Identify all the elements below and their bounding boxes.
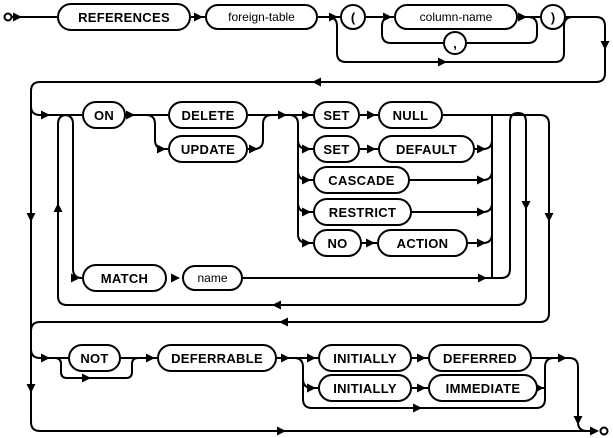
node-set-1: SET	[313, 101, 360, 129]
end-terminal	[599, 426, 609, 436]
node-initially-1: INITIALLY	[318, 344, 412, 372]
node-deferrable: DEFERRABLE	[157, 344, 277, 372]
node-cascade: CASCADE	[313, 166, 410, 194]
node-match: MATCH	[82, 264, 167, 292]
node-default: DEFAULT	[378, 135, 475, 163]
node-on: ON	[82, 101, 126, 129]
node-references: REFERENCES	[57, 3, 191, 31]
node-delete: DELETE	[168, 101, 248, 129]
node-action: ACTION	[377, 229, 468, 257]
node-restrict: RESTRICT	[313, 198, 412, 226]
node-update: UPDATE	[168, 135, 248, 163]
node-no: NO	[313, 229, 362, 257]
node-deferred: DEFERRED	[428, 344, 532, 372]
node-not: NOT	[68, 344, 121, 372]
node-immediate: IMMEDIATE	[428, 374, 538, 402]
node-foreign-table: foreign-table	[205, 4, 318, 30]
node-paren-close: )	[540, 4, 566, 30]
start-terminal	[3, 12, 13, 22]
node-name: name	[182, 265, 243, 291]
node-paren-open: (	[340, 4, 366, 30]
node-set-2: SET	[313, 135, 360, 163]
arrow-heads	[13, 12, 610, 436]
node-null: NULL	[378, 101, 443, 129]
node-comma: ,	[443, 31, 467, 55]
node-initially-2: INITIALLY	[318, 374, 412, 402]
node-column-name: column-name	[394, 4, 518, 30]
